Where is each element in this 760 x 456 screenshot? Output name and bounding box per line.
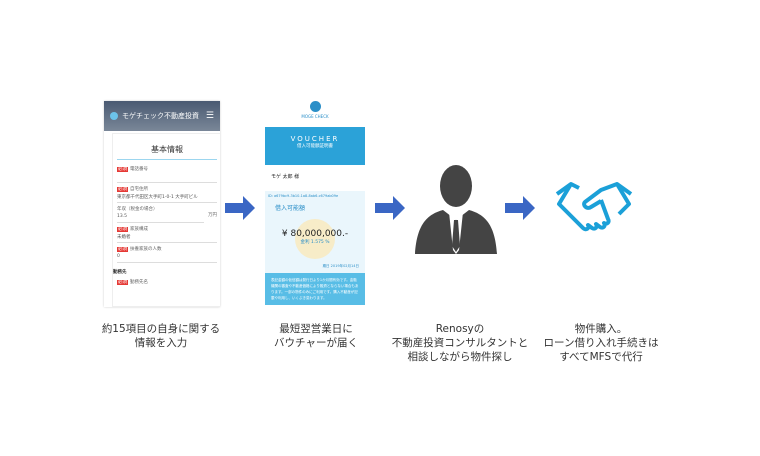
field-label: 電話番号 [130, 167, 148, 172]
form-title: 基本情報 [117, 138, 217, 160]
arrow-right-icon [375, 196, 405, 220]
app-header: モゲチェック不動産投資 ☰ [104, 101, 220, 131]
expiry-date: 期日 2019年02月14日 [322, 264, 359, 268]
unit-label: 万円 [208, 213, 217, 218]
field-label: 年収（税金の場合） [117, 207, 158, 212]
required-badge: 必須 [117, 187, 128, 192]
required-badge: 必須 [117, 167, 128, 172]
required-badge: 必須 [117, 247, 128, 252]
required-badge: 必須 [117, 280, 128, 285]
step-4-caption: 物件購入。ローン借り入れ手続きはすべてMFSで代行 [543, 323, 659, 363]
field-label: 家族構成 [130, 227, 148, 232]
voucher-subtitle: 借入可能額証明書 [297, 144, 333, 149]
field-label: 自宅住所 [130, 187, 148, 192]
step-1-caption: 約15項目の自身に関する情報を入力 [101, 323, 221, 349]
rate: 金利 1.575 % [300, 240, 330, 245]
field-value[interactable]: 0 [117, 252, 217, 263]
step-2-caption: 最短翌営業日にバウチャーが届く [274, 323, 358, 349]
field-value[interactable]: 東京都千代田区大手町1-0-1 大手町ビル [117, 192, 217, 203]
input-form-screenshot: モゲチェック不動産投資 ☰ 基本情報 必須電話番号 必須自宅住所東京都千代田区大… [104, 101, 220, 307]
form-field[interactable]: 必須自宅住所東京都千代田区大手町1-0-1 大手町ビル [117, 186, 217, 203]
form-field[interactable]: 必須電話番号 [117, 166, 217, 183]
step-3-caption: Renosyの不動産投資コンサルタントと相談しながら物件探し [391, 323, 529, 363]
field-label: 扶養家族の人数 [130, 247, 162, 252]
field-value[interactable] [117, 172, 217, 183]
brand: モゲチェック不動産投資 [122, 112, 199, 120]
arrow-right-icon [225, 196, 255, 220]
amount: ¥ 80,000,000.-金利 1.575 % [265, 229, 365, 245]
handshake-icon [555, 182, 633, 232]
seal-circle [295, 219, 335, 259]
hamburger-icon[interactable]: ☰ [205, 111, 214, 121]
logo-icon [110, 112, 118, 120]
customer-name: モゲ 太郎 様 [271, 174, 300, 180]
section-heading: 勤務先 [113, 270, 127, 275]
required-badge: 必須 [117, 227, 128, 232]
voucher-body: ID: a679bc9-3b10-1a8-8ab6-c679ab09e 借入可能… [265, 191, 365, 273]
form-field[interactable]: 必須勤務先名 [117, 279, 217, 285]
field-value[interactable]: 未婚者 [117, 232, 217, 243]
form-field[interactable]: 年収（税金の場合）13.5 万円 [117, 206, 217, 223]
arrow-right-icon [505, 196, 535, 220]
voucher-notes: 表記金額の仮信額は発行日より1か月間有効です。金融機関の審査や不動産価格により融… [265, 273, 365, 305]
amount-label: 借入可能額 [275, 205, 306, 212]
form-field[interactable]: 必須家族構成未婚者 [117, 226, 217, 243]
field-value[interactable]: 13.5 [117, 212, 204, 223]
voucher-title: VOUCHER [290, 135, 340, 143]
mogecheck-logo: MOGE CHECK [265, 97, 365, 127]
consultant-person-icon [415, 165, 497, 254]
form-card: 基本情報 必須電話番号 必須自宅住所東京都千代田区大手町1-0-1 大手町ビル … [112, 133, 220, 307]
field-label: 勤務先名 [130, 280, 148, 285]
voucher-id: ID: a679bc9-3b10-1a8-8ab6-c679ab09e [268, 194, 339, 198]
